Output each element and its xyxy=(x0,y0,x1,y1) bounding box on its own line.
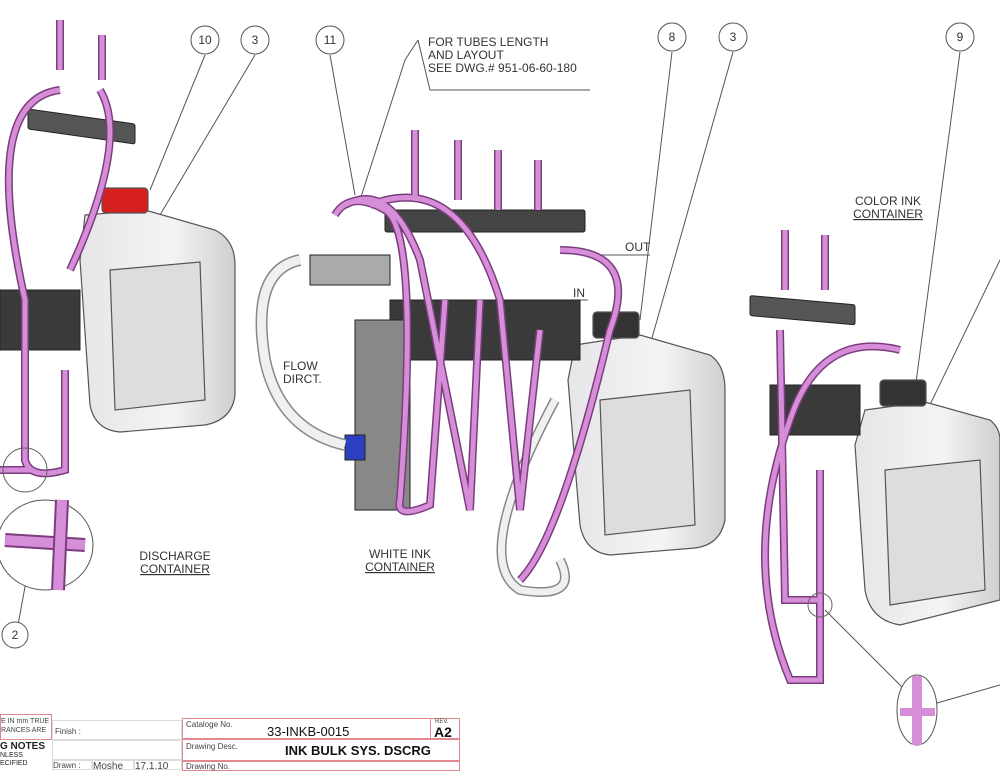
svg-text:10: 10 xyxy=(198,33,212,47)
containers xyxy=(79,187,1000,626)
notes-text-1: NLESS xyxy=(0,752,23,759)
finish-field: Finish : xyxy=(52,720,182,740)
tolerance-text-2: RANCES ARE xyxy=(1,727,47,734)
svg-text:WHITE INK: WHITE INK xyxy=(369,547,431,561)
red-cap xyxy=(101,187,149,214)
gray-tube xyxy=(255,254,347,451)
white-ink-container xyxy=(567,311,726,556)
notes-text-2: ECIFIED xyxy=(0,760,28,767)
description-row: Drawing Desc. INK BULK SYS. DSCRG xyxy=(182,739,460,761)
svg-text:IN: IN xyxy=(573,286,585,300)
drawing-description: INK BULK SYS. DSCRG xyxy=(285,743,431,758)
detail-views xyxy=(0,447,938,746)
notes-title: G NOTES xyxy=(0,741,46,752)
svg-text:3: 3 xyxy=(252,33,259,47)
balloon-3: 3 xyxy=(240,25,270,55)
pink-tubes xyxy=(0,20,901,684)
balloon-8: 8 xyxy=(657,22,687,52)
svg-text:FLOW: FLOW xyxy=(283,359,318,373)
svg-text:CONTAINER: CONTAINER xyxy=(853,207,923,221)
tolerance-text-1: E IN mm TRUE xyxy=(1,718,50,725)
revision-cell: REV. A2 xyxy=(430,718,460,740)
svg-text:FOR TUBES LENGTH: FOR TUBES LENGTH xyxy=(428,35,548,49)
drawn-label: Drawn : xyxy=(52,760,92,770)
balloon-2: 2 xyxy=(1,621,29,649)
color-ink-container xyxy=(854,379,1000,626)
svg-text:OUT: OUT xyxy=(625,240,651,254)
svg-text:AND LAYOUT: AND LAYOUT xyxy=(428,48,504,62)
drawing-number-row: Drawing No. xyxy=(182,761,460,771)
revision: A2 xyxy=(434,724,452,740)
svg-text:DIRCT.: DIRCT. xyxy=(283,372,322,386)
component-labels: DISCHARGE CONTAINER WHITE INK CONTAINER … xyxy=(139,194,923,576)
svg-text:11: 11 xyxy=(324,33,337,47)
drawn-by: Moshe xyxy=(92,760,134,772)
drawn-date: 17.1.10 xyxy=(134,760,182,772)
balloon-9: 9 xyxy=(945,22,975,52)
svg-text:SEE DWG.# 951-06-60-180: SEE DWG.# 951-06-60-180 xyxy=(428,61,577,75)
balloon-3b: 3 xyxy=(718,22,748,52)
svg-text:2: 2 xyxy=(12,628,19,642)
svg-text:9: 9 xyxy=(957,30,964,44)
balloon-10: 10 xyxy=(190,25,220,55)
balloon-11: 11 xyxy=(315,25,345,55)
svg-text:COLOR INK: COLOR INK xyxy=(855,194,921,208)
item-balloons: 10 3 11 8 3 9 2 xyxy=(1,22,975,649)
discharge-container xyxy=(79,187,236,433)
svg-text:DISCHARGE: DISCHARGE xyxy=(139,549,210,563)
svg-text:CONTAINER: CONTAINER xyxy=(365,560,435,574)
leader-lines xyxy=(17,39,1000,706)
catalog-row: Cataloge No. 33-INKB-0015 xyxy=(182,718,460,739)
svg-text:3: 3 xyxy=(730,30,737,44)
tubes-note: FOR TUBES LENGTH AND LAYOUT SEE DWG.# 95… xyxy=(428,35,577,75)
svg-text:8: 8 xyxy=(669,30,676,44)
svg-text:CONTAINER: CONTAINER xyxy=(140,562,210,576)
catalog-number: 33-INKB-0015 xyxy=(267,724,350,739)
